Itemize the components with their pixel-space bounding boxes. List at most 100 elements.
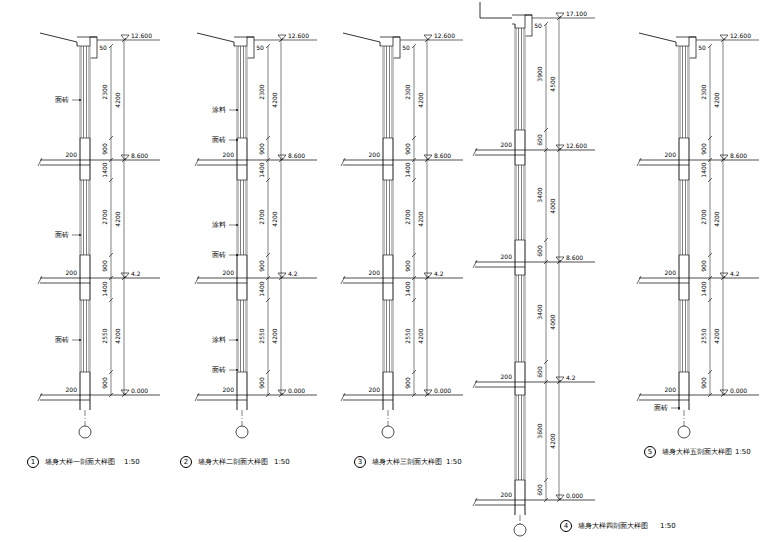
elevation-label: 4.2 [566,375,576,381]
dimension-tick [708,158,712,162]
dimension-tick [721,393,725,397]
floor-line [343,395,463,396]
window-glazing [384,180,385,255]
floor-line [40,395,160,396]
window-frame [80,255,90,256]
slab-line [40,283,90,284]
window-glazing [682,300,683,372]
floor-line [475,262,595,263]
dimension-tick [279,276,283,280]
window-glazing [83,180,84,255]
window-frame [80,180,90,181]
window-glazing [246,300,247,372]
dimension-tick [412,298,416,302]
floor-line [475,382,595,383]
elevation-label: 0.000 [288,388,305,394]
floor-line [197,395,317,396]
window-glazing [392,180,393,255]
scale-label: 1:50 [735,449,751,456]
dimension-tick [266,370,270,374]
window-glazing [521,395,522,480]
break-mark [341,158,345,166]
dimension-label: 900 [259,260,265,271]
window-glazing [86,300,87,372]
dimension-tick [109,44,113,48]
dimension-label: 200 [501,492,512,498]
roof-line [639,33,676,46]
window-frame [515,362,525,363]
window-opening [237,180,248,255]
dimension-label: 50 [534,23,542,29]
floor-line [40,160,160,161]
floor-line [639,278,759,279]
window-frame [679,255,689,256]
leader-note: 面砖 [212,367,226,374]
window-frame [515,275,525,276]
dimension-label: 4000 [550,314,556,329]
elevation-label: 4.2 [730,271,740,277]
slab-line [197,283,247,284]
slab-line [197,400,247,401]
window-frame [515,395,525,396]
dimension-label: 4200 [115,92,121,107]
window-opening [515,275,526,362]
floor-line [40,278,160,279]
break-mark [473,148,477,156]
axis-line [85,410,86,426]
dimension-label: 600 [537,484,543,495]
window-glazing [86,46,87,138]
leader-dot [236,224,238,226]
window-frame [237,372,247,373]
break-mark [341,393,345,401]
dimension-tick [721,158,725,162]
window-frame [679,300,689,301]
dimension-tick [109,393,113,397]
dimension-line [124,40,125,395]
dimension-tick [721,276,725,280]
leader-dot [236,109,238,111]
dimension-tick [544,128,548,132]
window-glazing [685,46,686,138]
dimension-tick [412,253,416,257]
roof-line [40,33,77,46]
parapet [689,37,696,58]
dimension-line [710,46,711,395]
drawing-number-circle: 4 [560,520,572,532]
dimension-tick [544,380,548,384]
dimension-label: 200 [66,152,77,158]
dimension-label: 200 [501,254,512,260]
dimension-label: 200 [223,270,234,276]
dimension-label: 2550 [701,328,707,343]
leader-line [72,100,80,101]
window-glazing [516,395,517,480]
parapet [90,37,97,58]
elevation-label: 8.600 [566,255,583,261]
window-frame [80,46,90,47]
dimension-tick [544,148,548,152]
dimension-label: 50 [402,45,410,51]
dimension-label: 600 [537,366,543,377]
window-glazing [389,300,390,372]
elevation-label: 12.600 [434,33,455,39]
window-glazing [238,46,239,138]
window-glazing [243,300,244,372]
roof-line [480,18,512,19]
dimension-label: 200 [501,142,512,148]
dimension-line [427,40,428,395]
dimension-label: 2300 [405,84,411,99]
window-frame [383,180,393,181]
window-opening [80,180,91,255]
leader-dot [236,339,238,341]
drawing-number: 3 [358,459,362,466]
leader-dot [236,254,238,256]
dimension-label: 2550 [259,328,265,343]
window-glazing [246,46,247,138]
window-glazing [516,28,517,130]
leader-line [229,140,237,141]
dimension-label: 200 [665,270,676,276]
elevation-label: 4.2 [131,271,141,277]
window-frame [515,480,525,481]
slab-line [639,165,689,166]
level-line [400,40,463,41]
window-frame [237,138,247,139]
